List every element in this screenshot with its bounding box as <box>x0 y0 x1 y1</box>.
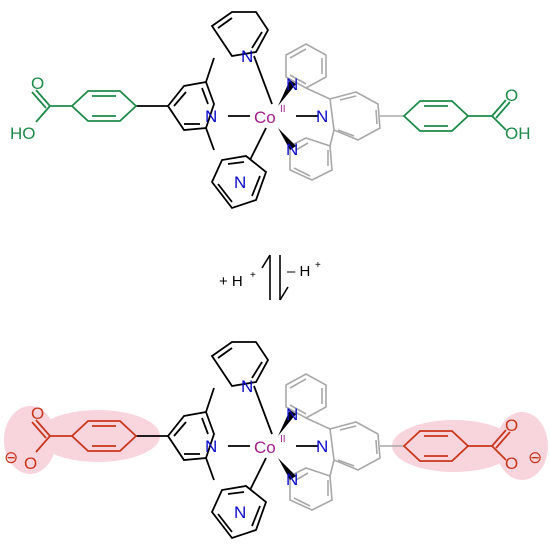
n-atom-label: N <box>316 107 328 126</box>
front-terpyridine-ligand <box>136 341 318 540</box>
carbonyl-oxygen-label: O <box>31 404 44 423</box>
wedge-bond-down <box>278 458 296 480</box>
equilibrium-arrows <box>261 254 289 301</box>
n-atom-label: N <box>286 405 298 424</box>
hydroxyl-label: HO <box>10 124 36 143</box>
back-terpyridine-ligand <box>285 373 404 511</box>
hydroxyl-label: OH <box>505 124 531 143</box>
n-atom-label: N <box>234 173 246 192</box>
cobalt-complex-protonated: N N N N N N Co II O HO O OH <box>10 11 531 210</box>
n-atom-label: N <box>286 470 298 489</box>
n-atom-label: N <box>286 140 298 159</box>
deprotonation-charge: + <box>315 260 321 271</box>
n-atom-label: N <box>205 107 217 126</box>
right-benzoic-acid <box>402 99 511 132</box>
carboxylate-halo <box>4 406 548 480</box>
oxide-oxygen-label: O <box>505 454 518 473</box>
carbonyl-oxygen-label: O <box>505 86 518 105</box>
cobalt-atom-label: Co <box>254 438 276 457</box>
oxidation-state: II <box>280 104 286 115</box>
protonation-label: + H <box>219 273 243 290</box>
wedge-bond-up <box>278 410 296 436</box>
cobalt-atom-label: Co <box>254 108 276 127</box>
oxidation-state: II <box>280 434 286 445</box>
deprotonation-label: – H <box>287 263 310 280</box>
n-atom-label: N <box>205 437 217 456</box>
cobalt-complex-deprotonated: N N N N N N Co II O O ⊖ O O ⊖ <box>4 341 548 540</box>
n-atom-label: N <box>241 47 253 66</box>
negative-charge: ⊖ <box>4 448 18 467</box>
carbonyl-oxygen-label: O <box>31 74 44 93</box>
left-benzoic-acid <box>31 89 138 123</box>
left-benzoate <box>31 419 138 453</box>
front-terpyridine-ligand <box>136 11 318 210</box>
negative-charge: ⊖ <box>528 448 542 467</box>
n-atom-label: N <box>316 437 328 456</box>
protonation-charge: + <box>250 270 256 281</box>
n-atom-label: N <box>286 75 298 94</box>
wedge-bond-down <box>278 128 296 150</box>
n-atom-label: N <box>241 377 253 396</box>
right-benzoate <box>402 429 511 462</box>
back-terpyridine-ligand <box>285 43 404 181</box>
n-atom-label: N <box>234 503 246 522</box>
wedge-bond-up <box>278 80 296 106</box>
carbonyl-oxygen-label: O <box>505 416 518 435</box>
oxide-oxygen-label: O <box>24 454 37 473</box>
